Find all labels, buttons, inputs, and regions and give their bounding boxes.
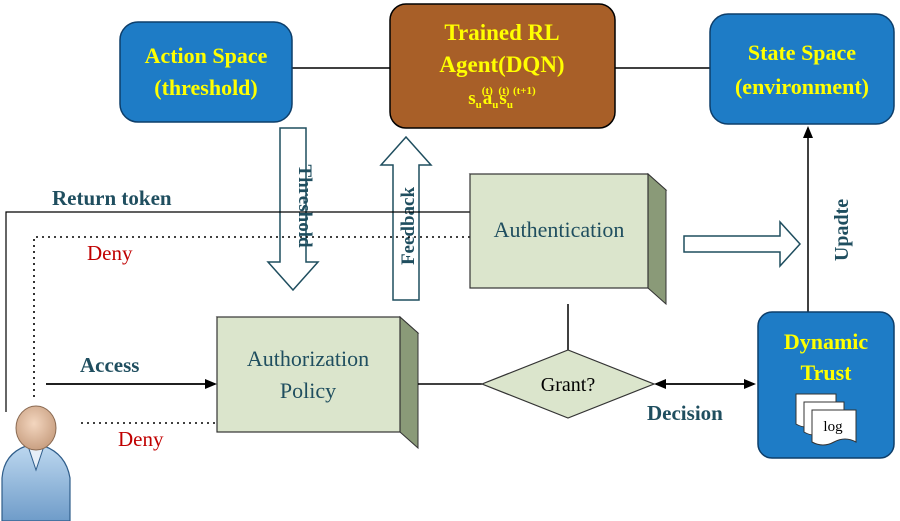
auth-to-update-arrow (683, 220, 802, 268)
action-space-line2: (threshold) (154, 75, 258, 100)
action-space-node: Action Space (threshold) (119, 21, 293, 123)
rl-agent-line1: Trained RL (444, 20, 559, 45)
threshold-arrow: Threshold (266, 127, 320, 292)
authentication-label: Authentication (494, 217, 625, 242)
authentication-node: Authentication (468, 172, 668, 306)
log-label: log (823, 419, 843, 435)
deny-line-top (33, 236, 470, 400)
state-space-line1: State Space (748, 40, 856, 65)
state-space-node: State Space (environment) (709, 13, 895, 125)
update-label: Upadte (831, 199, 853, 261)
feedback-arrow: Feedback (379, 135, 433, 301)
log-documents-icon: log (795, 393, 857, 446)
rl-agent-node: Trained RL Agent(DQN) su(t)au(t)su(t+1) (389, 3, 616, 129)
threshold-label: Threshold (294, 164, 315, 248)
dynamic-trust-node: Dynamic Trust log (757, 311, 895, 459)
user-icon (1, 405, 71, 521)
return-token-label: Return token (52, 186, 172, 210)
state-space-line2: (environment) (735, 74, 869, 99)
feedback-label: Feedback (398, 187, 419, 266)
authorization-line2: Policy (280, 378, 336, 403)
grant-label: Grant? (541, 374, 596, 396)
access-label: Access (80, 353, 139, 377)
rl-agent-formula: su(t)au(t)su(t+1) (468, 85, 536, 111)
deny-label-bottom: Deny (118, 427, 164, 451)
deny-label-top: Deny (87, 241, 133, 265)
dynamic-trust-line1: Dynamic (784, 329, 869, 354)
rl-agent-line2: Agent(DQN) (439, 52, 564, 77)
authorization-node: Authorization Policy (215, 315, 420, 450)
action-space-line1: Action Space (145, 43, 268, 68)
return-token-line (5, 211, 470, 412)
dynamic-trust-line2: Trust (801, 360, 853, 385)
decision-label: Decision (647, 401, 723, 425)
authorization-line1: Authorization (247, 346, 369, 371)
grant-decision-node: Grant? (480, 349, 656, 419)
